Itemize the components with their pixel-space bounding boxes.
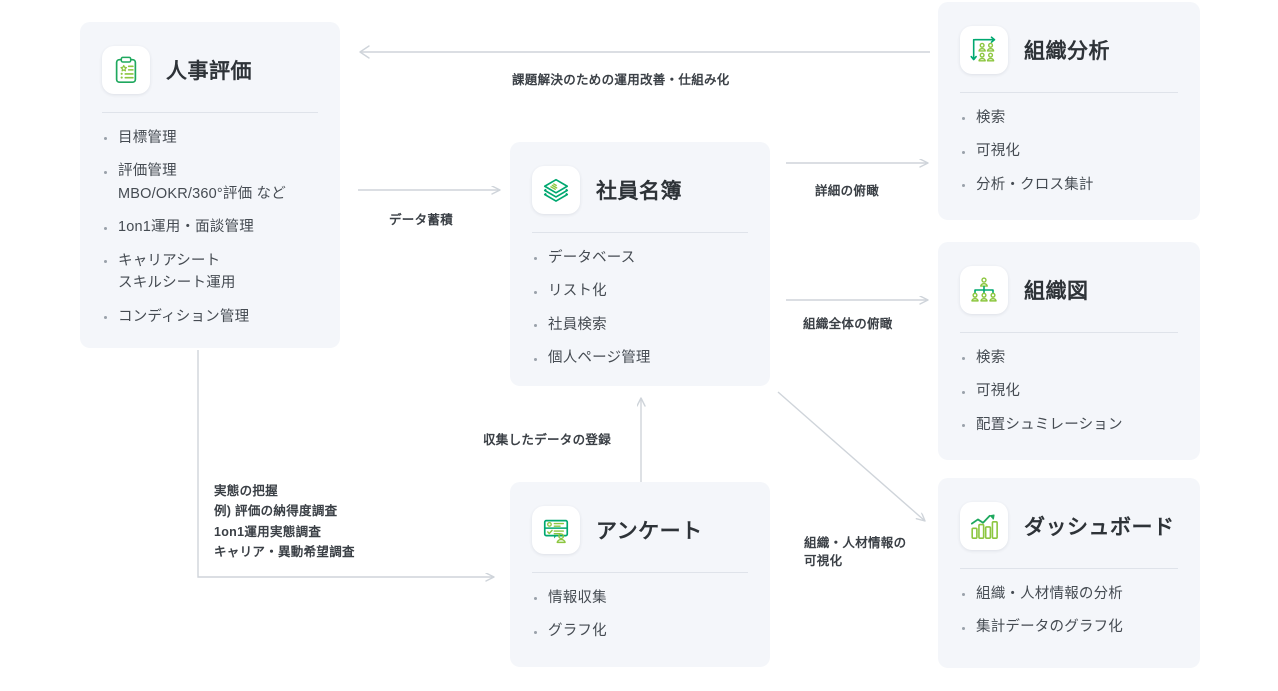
- list-item: 組織・人材情報の分析: [960, 583, 1178, 605]
- card-hr-evaluation[interactable]: 人事評価 目標管理 評価管理 MBO/OKR/360°評価 など 1on1運用・…: [80, 22, 340, 348]
- list-item: 情報収集: [532, 587, 748, 609]
- edge-label-whole-org-overview: 組織全体の俯瞰: [803, 317, 893, 331]
- list-item: 可視化: [960, 380, 1178, 402]
- card-header: 組織図: [938, 242, 1200, 314]
- list-item-label: 検索: [976, 350, 1006, 366]
- list-item-label: 検索: [976, 110, 1006, 126]
- card-divider: [532, 232, 748, 233]
- edge-label-collected-data-registration: 収集したデータの登録: [483, 433, 612, 447]
- card-title: 組織図: [1024, 280, 1089, 303]
- card-header: 人事評価: [80, 22, 340, 94]
- connector-feedback-loop: [359, 45, 930, 59]
- list-item: 検索: [960, 347, 1178, 369]
- list-item-label: コンディション管理: [118, 308, 250, 325]
- list-item: 検索: [960, 107, 1178, 129]
- feature-list: データベース リスト化 社員検索 個人ページ管理: [510, 233, 770, 370]
- list-item-sublabel: スキルシート運用: [118, 275, 236, 292]
- list-item-label: データベース: [548, 250, 636, 266]
- list-item: 分析・クロス集計: [960, 174, 1178, 196]
- connector-info-visualization: [777, 391, 925, 521]
- list-item: 評価管理 MBO/OKR/360°評価 など: [102, 160, 318, 205]
- list-item-label: 目標管理: [118, 130, 177, 146]
- list-item-label: 情報収集: [548, 590, 607, 606]
- edge-label-data-accumulation: データ蓄積: [389, 213, 454, 227]
- card-dashboard[interactable]: ダッシュボード 組織・人材情報の分析 集計データのグラフ化: [938, 478, 1200, 668]
- clipboard-check-icon: [102, 46, 150, 94]
- list-item-label: グラフ化: [548, 623, 607, 640]
- card-header: 社員名簿: [510, 142, 770, 214]
- list-item-label: キャリアシート: [118, 252, 221, 269]
- list-item-label: 社員検索: [548, 316, 607, 333]
- card-title: 組織分析: [1024, 40, 1110, 63]
- edge-label-feedback-loop: 課題解決のための運用改善・仕組み化: [512, 73, 730, 87]
- list-item-label: 可視化: [976, 383, 1021, 400]
- list-item: キャリアシート スキルシート運用: [102, 250, 318, 295]
- feature-list: 組織・人材情報の分析 集計データのグラフ化: [938, 569, 1200, 639]
- card-title: ダッシュボード: [1024, 516, 1175, 539]
- feature-list: 検索 可視化 配置シュミレーション: [938, 333, 1200, 436]
- list-item: リスト化: [532, 280, 748, 302]
- list-item-label: 集計データのグラフ化: [976, 619, 1123, 636]
- list-item: 個人ページ管理: [532, 347, 748, 369]
- card-title: 人事評価: [166, 60, 252, 83]
- card-employee-roster[interactable]: 社員名簿 データベース リスト化 社員検索 個人ページ管理: [510, 142, 770, 386]
- card-divider: [960, 568, 1178, 569]
- list-item-label: 個人ページ管理: [548, 350, 651, 367]
- list-item-label: 組織・人材情報の分析: [976, 586, 1123, 602]
- list-item-sublabel: MBO/OKR/360°評価 など: [118, 185, 286, 202]
- list-item: 配置シュミレーション: [960, 414, 1178, 436]
- edge-label-info-visualization: 組織・人材情報の 可視化: [804, 536, 907, 569]
- feature-list: 検索 可視化 分析・クロス集計: [938, 93, 1200, 196]
- note-survey-examples: 実態の把握 例) 評価の納得度調査 1on1運用実態調査 キャリア・異動希望調査: [214, 484, 355, 559]
- card-header: アンケート: [510, 482, 770, 554]
- feature-list: 目標管理 評価管理 MBO/OKR/360°評価 など 1on1運用・面談管理 …: [80, 113, 340, 328]
- survey-form-icon: [532, 506, 580, 554]
- list-item-label: 配置シュミレーション: [976, 416, 1123, 433]
- list-item: データベース: [532, 247, 748, 269]
- card-header: 組織分析: [938, 2, 1200, 74]
- org-analysis-icon: [960, 26, 1008, 74]
- card-divider: [960, 92, 1178, 93]
- card-org-chart[interactable]: 組織図 検索 可視化 配置シュミレーション: [938, 242, 1200, 460]
- card-divider: [960, 332, 1178, 333]
- org-chart-icon: [960, 266, 1008, 314]
- card-title: 社員名簿: [596, 180, 682, 203]
- bar-chart-trend-icon: [960, 502, 1008, 550]
- list-item-label: リスト化: [548, 283, 607, 300]
- feature-list: 情報収集 グラフ化: [510, 573, 770, 643]
- layers-stack-icon: [532, 166, 580, 214]
- list-item: 1on1運用・面談管理: [102, 216, 318, 238]
- list-item: 可視化: [960, 140, 1178, 162]
- list-item: 目標管理: [102, 127, 318, 149]
- edge-label-detail-overview: 詳細の俯瞰: [815, 184, 880, 198]
- list-item-label: 分析・クロス集計: [976, 176, 1094, 193]
- list-item: 集計データのグラフ化: [960, 616, 1178, 638]
- card-divider: [532, 572, 748, 573]
- list-item: 社員検索: [532, 314, 748, 336]
- card-title: アンケート: [596, 520, 703, 543]
- list-item: コンディション管理: [102, 306, 318, 328]
- card-org-analysis[interactable]: 組織分析 検索 可視化 分析・クロス集計: [938, 2, 1200, 220]
- card-divider: [102, 112, 318, 113]
- card-header: ダッシュボード: [938, 478, 1200, 550]
- list-item-label: 可視化: [976, 143, 1021, 160]
- card-survey[interactable]: アンケート 情報収集 グラフ化: [510, 482, 770, 667]
- list-item-label: 1on1運用・面談管理: [118, 219, 254, 236]
- list-item: グラフ化: [532, 620, 748, 642]
- list-item-label: 評価管理: [118, 163, 177, 180]
